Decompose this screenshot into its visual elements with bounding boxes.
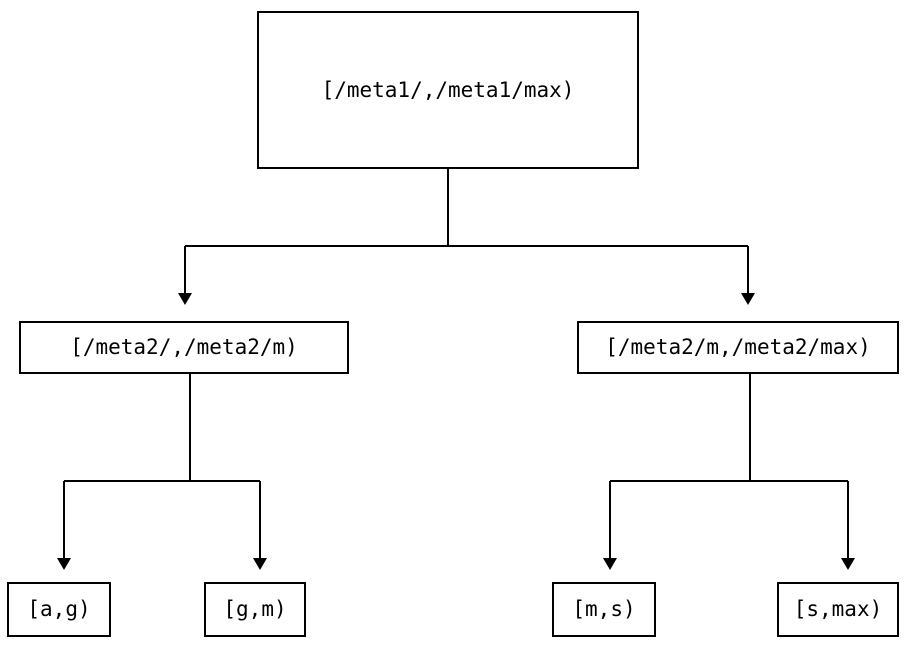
node-root[interactable]: [/meta1/,/meta1/max) bbox=[256, 10, 640, 170]
arrowhead-icon-leaf2 bbox=[253, 558, 267, 570]
node-leaf-s-max-box[interactable] bbox=[776, 581, 900, 638]
node-level2-left-label: [/meta2/,/meta2/m) bbox=[70, 335, 298, 359]
node-level2-right-label: [/meta2/m,/meta2/max) bbox=[605, 335, 871, 359]
node-leaf-s-max-label: [s,max) bbox=[794, 597, 883, 621]
node-leaf-a-g[interactable]: [a,g) bbox=[6, 581, 112, 638]
node-root-label: [/meta1/,/meta1/max) bbox=[322, 78, 575, 102]
node-level2-left[interactable]: [/meta2/,/meta2/m) bbox=[18, 320, 350, 375]
node-leaf-a-g-label: [a,g) bbox=[27, 597, 90, 621]
node-level2-right-box[interactable] bbox=[576, 320, 900, 375]
arrowhead-icon-leaf4 bbox=[841, 558, 855, 570]
arrowhead-icon-root-left bbox=[178, 293, 192, 305]
arrowhead-icon-root-right bbox=[741, 293, 755, 305]
arrowhead-icon-leaf3 bbox=[603, 558, 617, 570]
node-root-box[interactable] bbox=[256, 10, 640, 170]
node-leaf-m-s-box[interactable] bbox=[551, 581, 657, 638]
edge-group-left-subtree bbox=[57, 373, 267, 570]
edge-group-root-to-level2 bbox=[178, 168, 755, 305]
node-leaf-m-s-label: [m,s) bbox=[572, 597, 635, 621]
node-leaf-s-max[interactable]: [s,max) bbox=[776, 581, 900, 638]
node-level2-right[interactable]: [/meta2/m,/meta2/max) bbox=[576, 320, 900, 375]
node-leaf-g-m-box[interactable] bbox=[203, 581, 307, 638]
node-leaf-g-m[interactable]: [g,m) bbox=[203, 581, 307, 638]
node-leaf-a-g-box[interactable] bbox=[6, 581, 112, 638]
arrowhead-icon-leaf1 bbox=[57, 558, 71, 570]
node-leaf-m-s[interactable]: [m,s) bbox=[551, 581, 657, 638]
edge-group-right-subtree bbox=[603, 373, 855, 570]
node-leaf-g-m-label: [g,m) bbox=[223, 597, 286, 621]
node-level2-left-box[interactable] bbox=[18, 320, 350, 375]
